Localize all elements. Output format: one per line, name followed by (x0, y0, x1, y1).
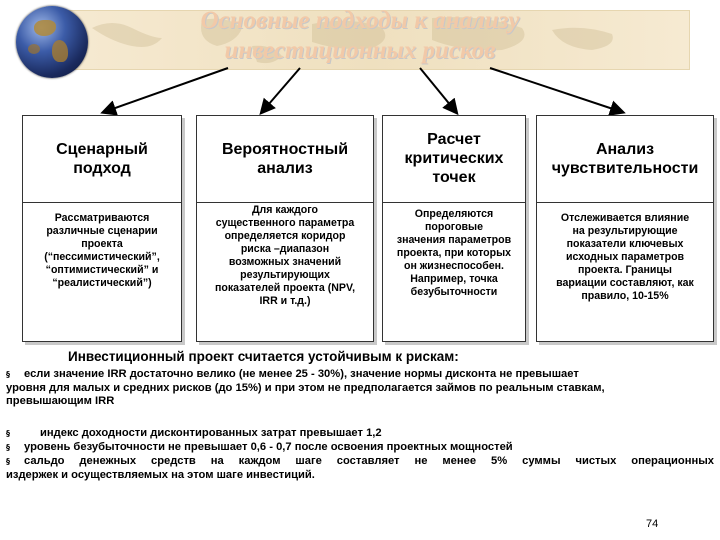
bullet-icon: § (6, 429, 10, 438)
heading-line: Вероятностный (221, 140, 349, 158)
approach-box-probabilistic: Вероятностный анализ Для каждого существ… (196, 115, 374, 342)
heading-line: подход (73, 159, 131, 177)
heading-line: критических (404, 150, 504, 167)
approach-box-critical-points: Расчет критических точек Определяются по… (382, 115, 526, 342)
arrow-to-box-2 (259, 67, 301, 116)
globe-icon (16, 6, 88, 78)
title-line-2: инвестиционных рисков (224, 37, 496, 64)
page-number: 74 (646, 518, 659, 530)
approach-heading: Сценарный подход (23, 116, 181, 201)
heading-line: чувствительности (551, 159, 699, 177)
approach-description: Отслеживается влияние на результирующие … (556, 212, 694, 302)
condition-breakeven: §уровень безубыточности не превышает 0,6… (6, 441, 513, 453)
arrow-to-box-4 (489, 67, 626, 116)
arrow-to-box-1 (100, 67, 229, 116)
bullet-icon: § (6, 370, 10, 379)
heading-line: точек (432, 169, 476, 186)
condition-cash-balance: §сальдо денежных средств на каждом шаге … (6, 455, 714, 481)
condition-irr: §если значение IRR достаточно велико (не… (6, 368, 605, 407)
approach-heading: Анализ чувствительности (537, 116, 713, 201)
approach-heading: Расчет критических точек (383, 116, 525, 201)
approach-description: Рассматриваются различные сценарии проек… (44, 212, 160, 289)
stability-heading: Инвестиционный проект считается устойчив… (68, 349, 459, 364)
world-map-background (92, 17, 613, 64)
arrow-to-box-3 (419, 67, 459, 116)
condition-profitability-index: §индекс доходности дисконтированных затр… (6, 427, 382, 439)
slide-title: Основные подходы к анализу инвестиционны… (100, 6, 620, 66)
heading-line: анализ (257, 159, 313, 177)
approach-description: Определяются пороговые значения параметр… (396, 208, 512, 298)
approach-heading: Вероятностный анализ (197, 116, 373, 201)
approach-box-sensitivity: Анализ чувствительности Отслеживается вл… (536, 115, 714, 342)
heading-line: Сценарный (56, 140, 148, 158)
title-line-1: Основные подходы к анализу (200, 7, 520, 34)
title-banner (52, 10, 690, 70)
approach-box-scenario: Сценарный подход Рассматриваются различн… (22, 115, 182, 342)
heading-line: Анализ (595, 140, 655, 158)
approach-description: Для каждого существенного параметра опре… (214, 204, 356, 307)
bullet-icon: § (6, 443, 10, 452)
bullet-icon: § (6, 457, 10, 466)
heading-line: Расчет (427, 131, 481, 148)
